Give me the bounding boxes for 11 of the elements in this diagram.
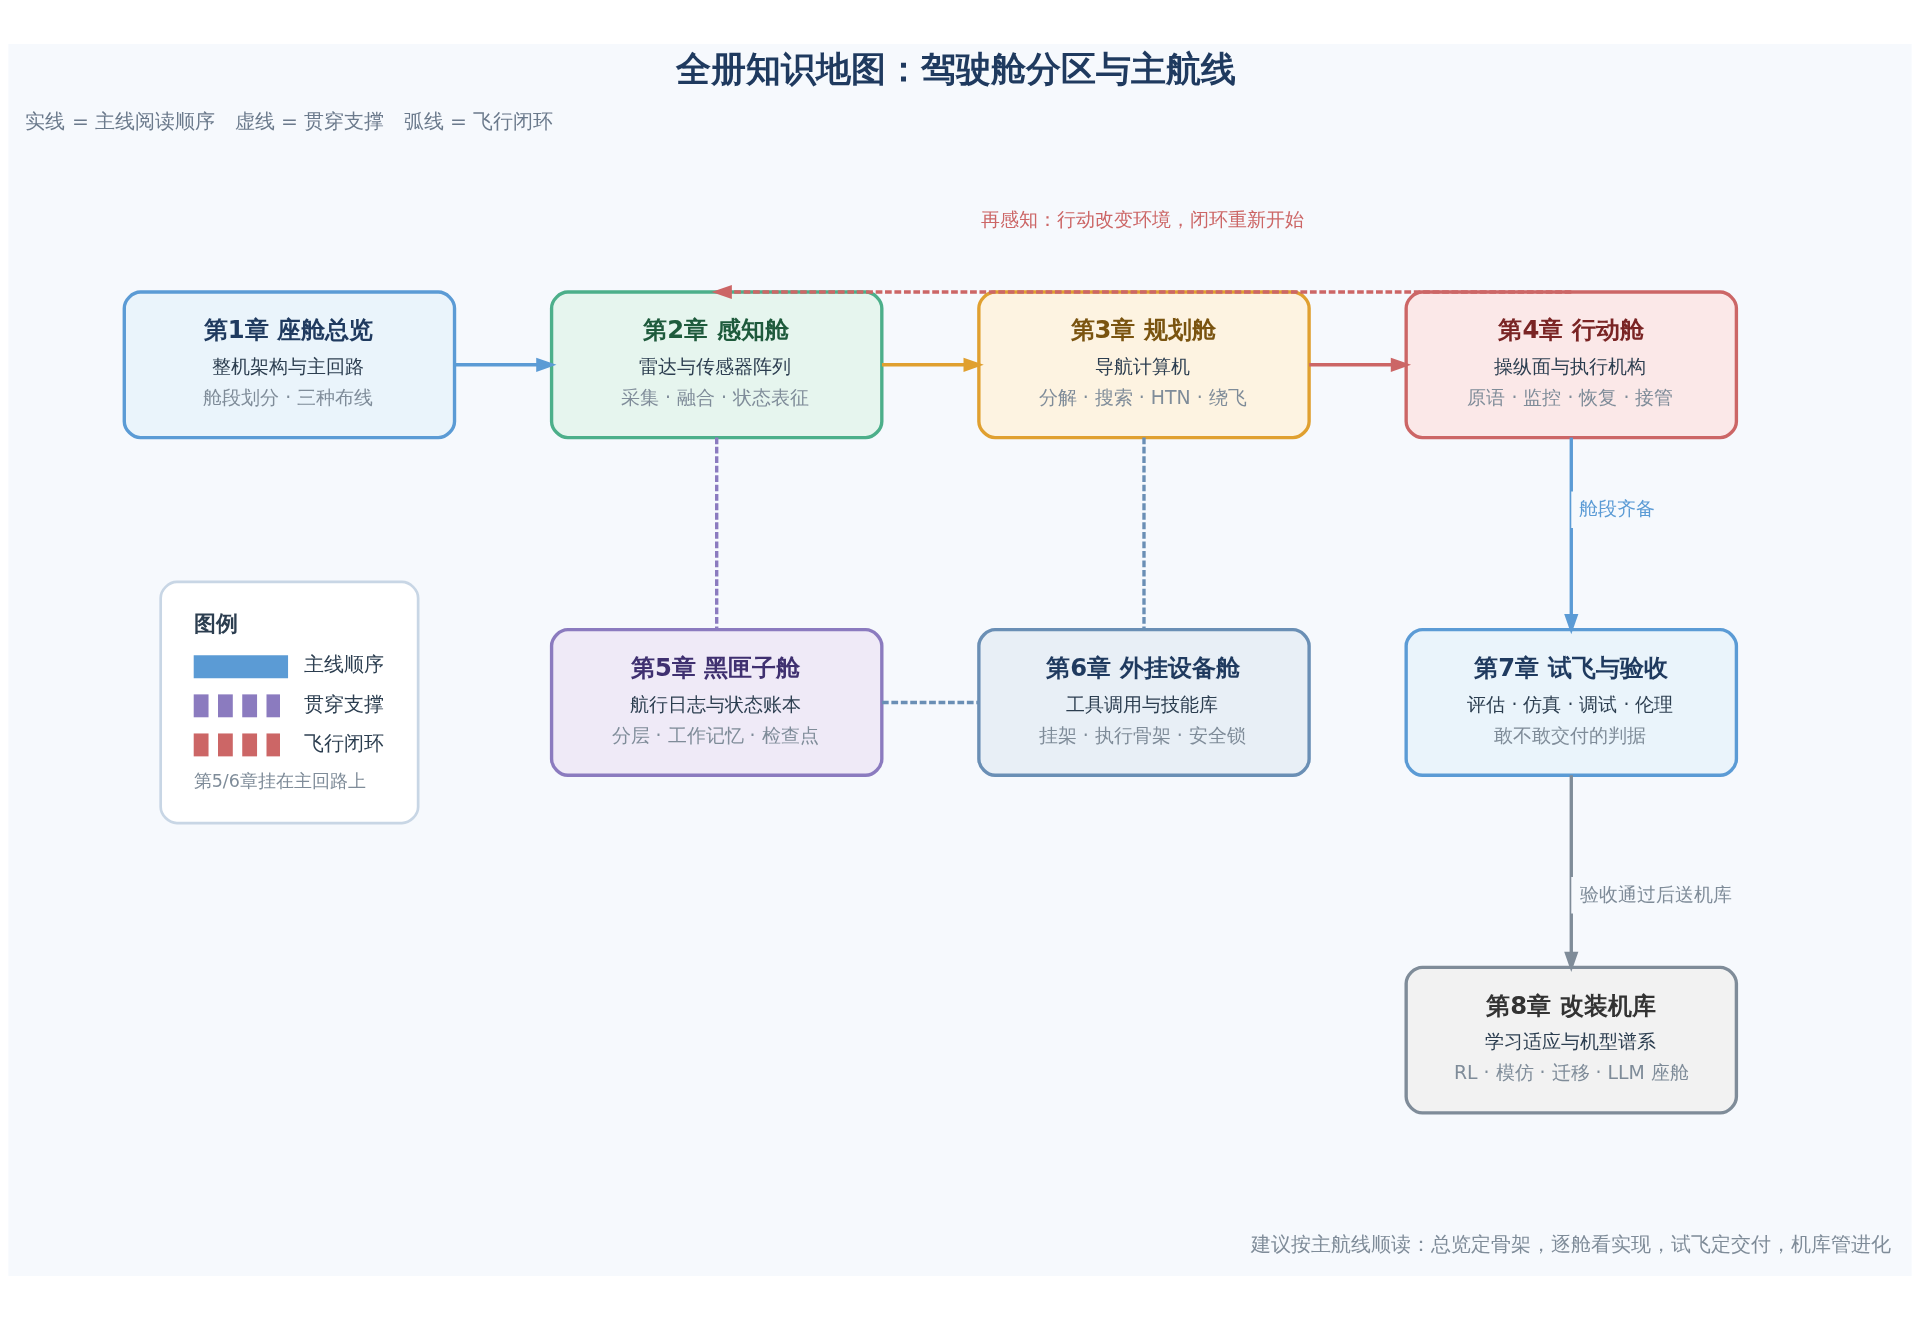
legend-label: 飞行闭环 bbox=[304, 730, 385, 755]
edge-label: 再感知：行动改变环境，闭环重新开始 bbox=[980, 207, 1304, 230]
label: 实线 = 主线阅读顺序 虚线 = 贯穿支撑 弧线 = 飞行闭环 bbox=[25, 109, 554, 134]
label: 第5/6章挂在主回路上 bbox=[193, 770, 366, 791]
diagram-title: 全册知识地图：驾驶舱分区与主航线 bbox=[676, 48, 1237, 90]
legend-label: 贯穿支撑 bbox=[304, 691, 385, 716]
caption: 建议按主航线顺读：总览定骨架，逐舱看实现，试飞定交付，机库管进化 bbox=[1251, 1232, 1892, 1257]
edge-label: 舱段齐备 bbox=[1579, 497, 1656, 520]
label: 图例 bbox=[193, 610, 238, 636]
legend-label: 主线顺序 bbox=[304, 652, 385, 677]
edge-label: 验收通过后送机库 bbox=[1580, 882, 1733, 905]
